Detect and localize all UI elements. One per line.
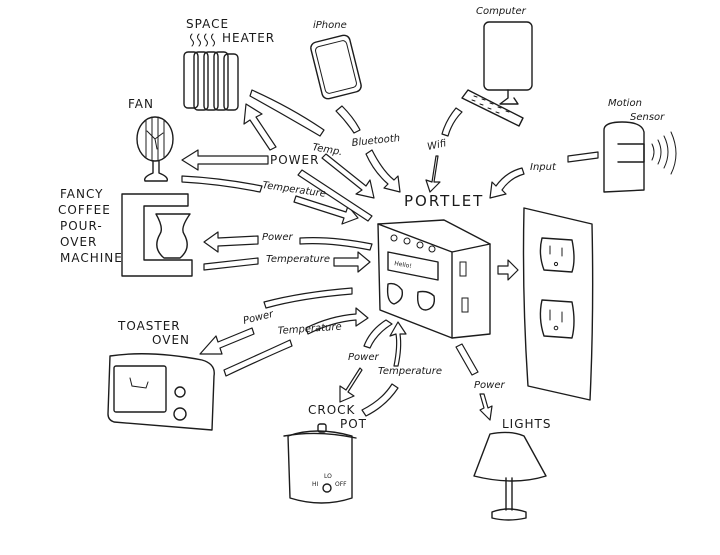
- iphone: iPhone: [310, 20, 362, 100]
- smartphone-icon: [310, 34, 362, 100]
- crock-pot-hi-label: HI: [312, 481, 319, 488]
- portlet-hub: PORTLET Hello!: [377, 192, 491, 339]
- arrow-temperature-from-toaster: [223, 339, 293, 377]
- connection-label-bluetooth: Bluetooth: [351, 133, 400, 149]
- connection-label-power-fan: POWER: [270, 153, 319, 167]
- arrow-wifi-to-portlet: [425, 155, 441, 193]
- wall-outlet: [522, 207, 594, 401]
- coffee-machine: FANCY COFFEE POUR- OVER MACHINE: [58, 187, 193, 277]
- space-heater: SPACE HEATER: [183, 17, 275, 111]
- arrow-power-to-crockpot: [339, 367, 363, 403]
- coffee-label-5: MACHINE: [60, 251, 123, 265]
- arrow-temperature-from-crockpot: [361, 383, 399, 417]
- motion-sensor: Motion Sensor: [603, 98, 677, 193]
- arrow-temperature-from-coffee: [203, 257, 259, 271]
- arrow-temperature-fan-to-portlet: [293, 195, 359, 225]
- computer-monitor-icon: [483, 21, 533, 105]
- connection-label-wifi: Wifi: [426, 138, 448, 153]
- portlet-label: PORTLET: [404, 192, 484, 210]
- toaster-oven-label-2: OVEN: [152, 333, 190, 347]
- arrow-temp-from-space-heater: [249, 89, 325, 137]
- crock-pot: CROCK POT HI LO OFF: [283, 403, 367, 504]
- coffee-label-4: OVER: [60, 235, 97, 249]
- keyboard-icon: [461, 89, 524, 127]
- arrow-motion-sensor-input: [567, 151, 599, 163]
- coffee-label-3: POUR-: [60, 219, 103, 233]
- connection-label-temperature-toaster: Temperature: [277, 322, 342, 337]
- lights-label: LIGHTS: [502, 417, 552, 431]
- computer: Computer: [461, 6, 533, 127]
- connection-label-temperature-coffee: Temperature: [266, 254, 330, 265]
- connection-label-temperature-crockpot: Temperature: [378, 366, 442, 377]
- connection-label-input: Input: [530, 162, 557, 173]
- wall-outlet-socket-bottom-icon: [539, 299, 575, 339]
- fan-icon: [136, 116, 174, 182]
- toaster-oven-label-1: TOASTER: [117, 319, 181, 333]
- arrow-portlet-power-toaster: [263, 287, 353, 309]
- arrow-input-to-portlet: [489, 167, 525, 199]
- space-heater-label-1: SPACE: [186, 17, 229, 31]
- pour-over-machine-icon: [121, 193, 193, 277]
- arrow-power-to-coffee: [203, 231, 259, 253]
- arrow-fan-line-to-portlet: [297, 169, 373, 222]
- arrow-iphone-down: [335, 105, 361, 134]
- wall-outlet-socket-top-icon: [539, 237, 575, 273]
- arrow-power-to-space-heater: [243, 103, 277, 151]
- arrow-power-to-fan: [181, 149, 269, 171]
- signal-waves-icon: [651, 131, 677, 175]
- arrow-bluetooth-to-portlet: [365, 149, 401, 193]
- arrow-portlet-power-lights: [455, 343, 479, 376]
- connection-label-power-toaster: Power: [242, 309, 275, 327]
- arrow-temperature-from-fan: [181, 175, 263, 193]
- crock-pot-off-label: OFF: [335, 481, 347, 488]
- computer-label: Computer: [476, 6, 527, 17]
- arrow-power-to-lights: [479, 393, 493, 421]
- arrow-temp-to-portlet: [321, 153, 375, 199]
- lamp-icon: [473, 431, 547, 521]
- arrow-temperature-toaster-to-portlet: [305, 307, 369, 335]
- crock-pot-lo-label: LO: [324, 473, 332, 480]
- arrow-temperature-crockpot-to-portlet: [389, 321, 407, 367]
- fan-label: FAN: [128, 97, 154, 111]
- arrow-computer-down: [441, 107, 463, 137]
- crock-pot-label-1: CROCK: [308, 403, 356, 417]
- arrow-portlet-to-outlet: [497, 259, 519, 281]
- portlet-screen-text: Hello!: [394, 260, 413, 270]
- arrow-portlet-power-coffee: [299, 237, 373, 251]
- lights: LIGHTS: [473, 417, 552, 521]
- toaster-oven-icon: [107, 353, 215, 431]
- connection-label-power-crockpot: Power: [348, 352, 379, 363]
- coffee-label-2: COFFEE: [58, 203, 111, 217]
- heat-waves-icon: [190, 33, 215, 47]
- iphone-label: iPhone: [313, 20, 347, 31]
- fan: FAN: [128, 97, 174, 182]
- arrow-power-to-toaster: [199, 327, 255, 355]
- connection-label-power-lights: Power: [474, 380, 505, 391]
- crock-pot-label-2: POT: [340, 417, 367, 431]
- toaster-oven: TOASTER OVEN: [107, 319, 215, 431]
- motion-sensor-label-1: Motion: [608, 98, 642, 109]
- space-heater-icon: [183, 51, 239, 111]
- arrow-temperature-coffee-to-portlet: [333, 251, 371, 273]
- arrow-portlet-power-crockpot: [363, 319, 393, 349]
- coffee-label-1: FANCY: [60, 187, 103, 201]
- motion-sensor-icon: [603, 121, 645, 193]
- space-heater-label-2: HEATER: [222, 31, 275, 45]
- motion-sensor-label-2: Sensor: [630, 112, 665, 123]
- crock-pot-icon: [283, 423, 357, 504]
- connection-label-power-coffee: Power: [262, 232, 293, 243]
- connection-label-temp-heater: Temp.: [311, 142, 343, 158]
- portlet-device-icon: [377, 219, 491, 339]
